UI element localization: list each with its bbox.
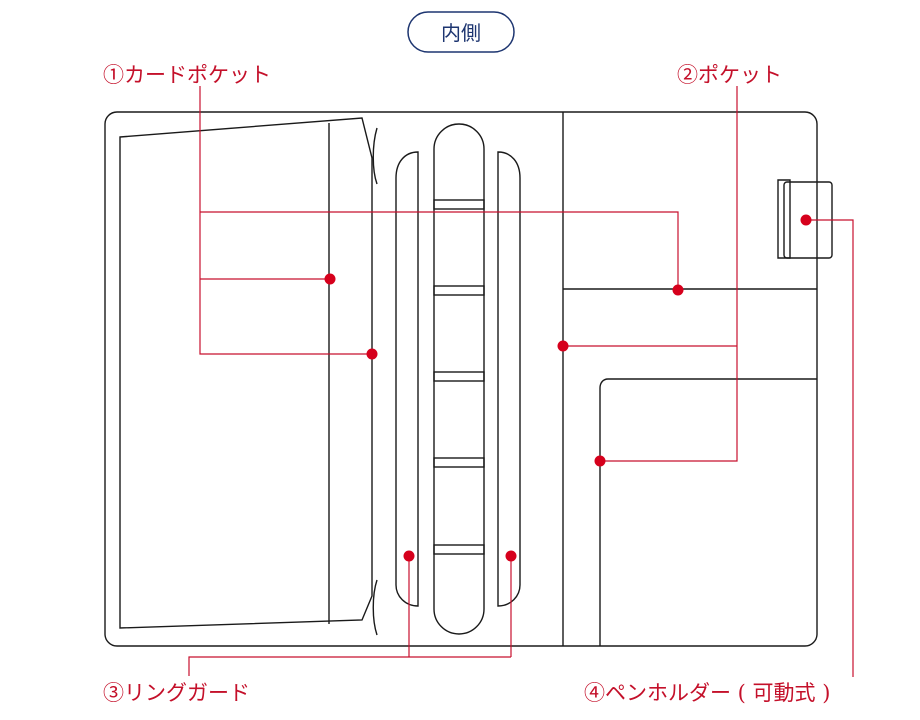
inner-pocket-outline (599, 378, 817, 646)
ring-band-1 (433, 199, 485, 210)
binder-illustration (104, 111, 833, 647)
callout-labels: ①カードポケット ②ポケット ③リングガード ④ペンホルダー ( 可動式 ) (103, 63, 830, 705)
pocket-leader (563, 86, 738, 462)
ring-band-3 (433, 371, 485, 382)
ring-guard-dot-right (505, 550, 517, 562)
ring-guard-right-outline (497, 151, 521, 607)
label-pocket: ②ポケット (677, 63, 782, 87)
notepad-curl-bottom (372, 579, 378, 636)
card-pocket-dot-upper (324, 273, 336, 285)
label-pen-holder: ④ペンホルダー ( 可動式 ) (584, 681, 830, 705)
pocket-dot-inner (594, 455, 606, 467)
pen-holder-dot (800, 214, 812, 226)
callout-dots (324, 214, 812, 562)
page-title: 内側 (441, 21, 481, 45)
ring-band-2 (433, 285, 485, 296)
card-pocket-leader (199, 86, 679, 355)
pen-holder-leader (806, 219, 854, 677)
label-card-pocket: ①カードポケット (103, 63, 271, 87)
ring-guard-leader (188, 556, 512, 676)
ring-guard-left-outline (395, 151, 419, 607)
title-badge: 内側 (407, 11, 515, 53)
pocket-dot-top (672, 284, 684, 296)
ring-band-4 (433, 457, 485, 468)
notepad-curl-top (372, 127, 378, 185)
left-notepad-outline (119, 117, 373, 629)
ring-band-5 (433, 544, 485, 555)
card-pocket-dot-lower (366, 348, 378, 360)
title-pill (407, 11, 515, 53)
leader-lines (188, 86, 854, 677)
pocket-dot-left (557, 340, 569, 352)
label-ring-guard: ③リングガード (103, 681, 250, 705)
ring-guard-dot-left (403, 550, 415, 562)
